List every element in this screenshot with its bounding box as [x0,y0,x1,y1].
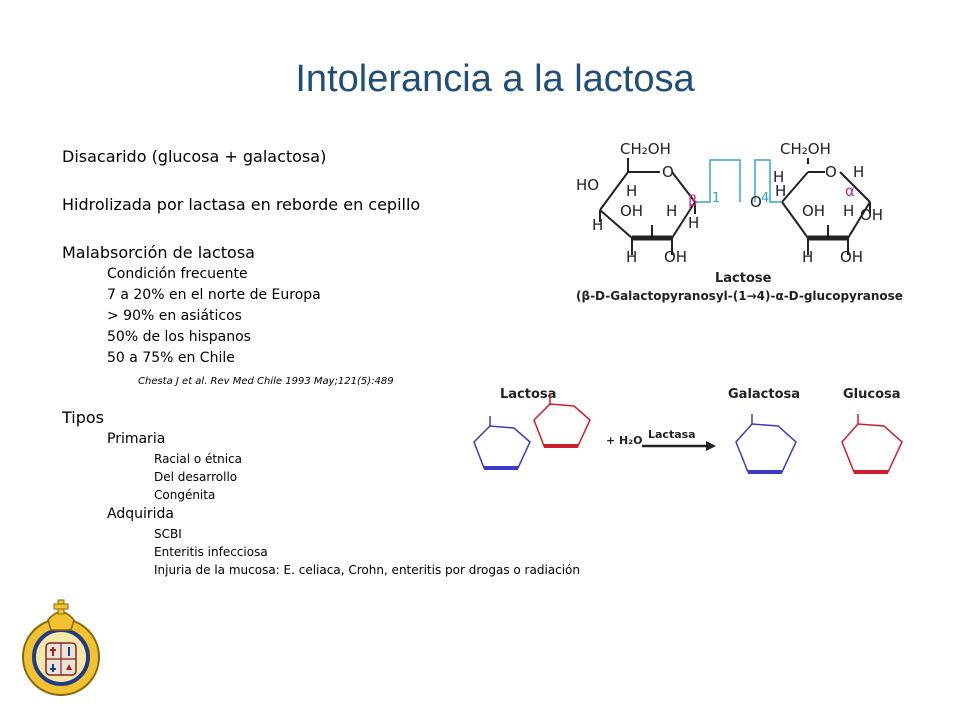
h-label: H [853,163,864,181]
glucose-molecule [841,414,903,474]
h-label: H [773,168,784,186]
lactasa-enzyme-label: Lactasa [648,428,696,441]
h-label: H [626,248,637,266]
bullet-tipos: Tipos [62,408,105,427]
sub-bullet: Condición frecuente [107,266,248,282]
ring-oxygen-label: O [825,163,837,181]
ring-oxygen-label: O [662,163,674,181]
lactose-hydrolysis-diagram: Lactosa Galactosa Glucosa + H₂O Lactasa [473,387,903,474]
citation: Chesta J et al. Rev Med Chile 1993 May;1… [138,376,394,387]
sub-sub-bullet: Del desarrollo [154,470,238,484]
lactose-molecule [473,394,591,470]
structure-name: Lactose [715,271,772,286]
oh-label: OH [620,202,643,220]
sub-bullet: > 90% en asiáticos [107,308,242,324]
h-label: H [843,202,854,220]
bullet-disacarido: Disacarido (glucosa + galactosa) [62,147,327,166]
oh-label: OH [802,202,825,220]
hydrolysis-reaction-figure: Lactosa Galactosa Glucosa + H₂O Lactasa [460,380,920,504]
sub-sub-bullet: SCBI [154,527,182,541]
lactose-structure-diagram: CH₂OH O HO H OH H H H OH H O CH₂OH O H H… [576,140,903,303]
alpha-label: α [845,182,855,200]
sub-sub-bullet: Injuria de la mucosa: E. celiaca, Crohn,… [154,563,581,577]
sub-bullet-adquirida: Adquirida [107,506,174,522]
plus-water-label: + H₂O [606,434,642,447]
oh-label: OH [840,248,863,266]
lactose-structure-figure: CH₂OH O HO H OH H H H OH H O CH₂OH O H H… [570,130,910,314]
beta-label: β [688,192,698,210]
oh-label: OH [664,248,687,266]
sub-sub-bullet: Enteritis infecciosa [154,545,268,559]
glycosidic-oxygen-label: O [750,193,762,211]
lactosa-label: Lactosa [500,387,556,402]
carbon-1-label: 1 [712,191,720,206]
h-label: H [626,182,637,200]
sub-bullet: 7 a 20% en el norte de Europa [107,287,321,303]
structure-iupac-name: (β-D-Galactopyranosyl-(1→4)-α-D-glucopyr… [576,289,903,303]
bullet-hidrolizada: Hidrolizada por lactasa en reborde en ce… [62,195,421,214]
university-seal-icon [22,599,100,696]
oh-label: OH [860,206,883,224]
galactosa-label: Galactosa [728,387,800,402]
sub-bullet: 50 a 75% en Chile [107,350,235,366]
sub-bullet: 50% de los hispanos [107,329,251,345]
reaction-arrow-head-icon [706,441,716,451]
ho-label: HO [576,176,599,194]
sub-sub-bullet: Congénita [154,488,216,502]
glucosa-label: Glucosa [843,387,901,402]
sub-bullet-primaria: Primaria [107,431,166,447]
h-label: H [688,214,699,232]
carbon-4-label: 4 [761,191,769,206]
university-seal-logo [20,596,102,706]
ch2oh-label: CH₂OH [620,140,671,158]
sub-sub-bullet: Racial o étnica [154,452,242,466]
h-label: H [775,182,786,200]
h-label: H [802,248,813,266]
ch2oh-label: CH₂OH [780,140,831,158]
content-body: Disacarido (glucosa + galactosa) Hidroli… [62,146,622,579]
h-label: H [666,202,677,220]
bullet-malabsorcion: Malabsorción de lactosa [62,243,255,262]
h-label: H [592,216,603,234]
page-title: Intolerancia a la lactosa [295,58,695,100]
galactose-molecule [735,414,797,474]
